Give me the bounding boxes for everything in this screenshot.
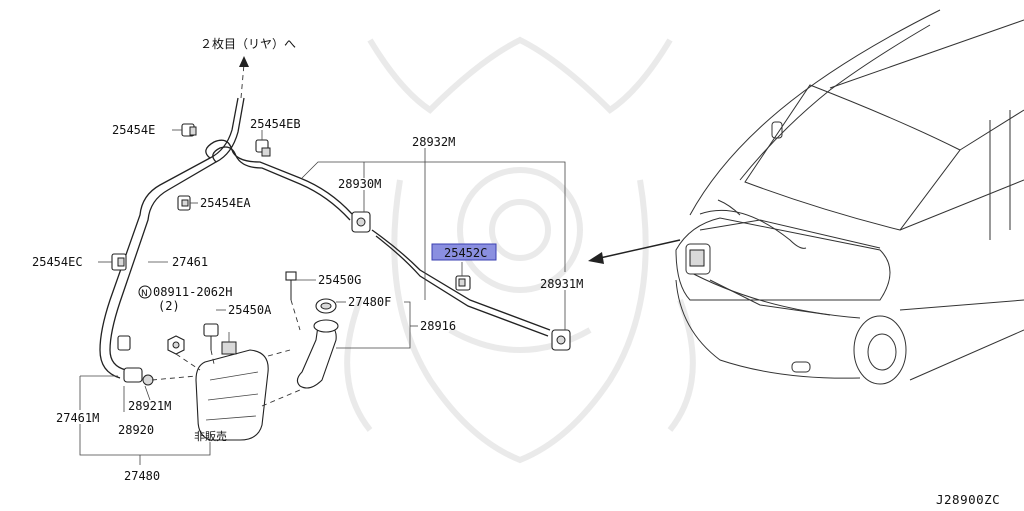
clip-25452c[interactable]	[455, 275, 471, 291]
label-28932m[interactable]: 28932M	[412, 135, 455, 149]
nut-symbol-icon	[138, 285, 152, 299]
label-25454ec[interactable]: 25454EC	[32, 255, 83, 269]
bolt-25450g[interactable]	[285, 271, 297, 300]
clip-25454e[interactable]	[181, 123, 197, 137]
label-25450a[interactable]: 25450A	[228, 303, 272, 317]
nozzle-28931m[interactable]	[551, 329, 571, 351]
diagram-reference-code: J28900ZC	[936, 492, 1000, 507]
not-for-sale-label: 非販売	[194, 430, 227, 443]
label-25454e[interactable]: 25454E	[112, 123, 155, 137]
washer-hose	[99, 97, 551, 379]
label-08911[interactable]: 08911-2062H	[153, 285, 232, 299]
label-28931m[interactable]: 28931M	[540, 277, 583, 291]
pump-28920[interactable]	[123, 367, 154, 386]
label-28920[interactable]: 28920	[118, 423, 154, 437]
label-27480[interactable]: 27480	[124, 469, 160, 483]
label-25450g[interactable]: 25450G	[318, 273, 361, 287]
vehicle-outline	[675, 9, 1024, 385]
highlight-box-25452c	[431, 243, 497, 261]
nut-08911[interactable]	[167, 335, 185, 355]
bolt-25450a[interactable]	[203, 323, 219, 350]
nozzle-28930m[interactable]	[351, 211, 371, 233]
label-25454eb[interactable]: 25454EB	[250, 117, 301, 131]
nut-symbol-letter-icon: N	[141, 289, 148, 299]
watermark-emblem	[344, 36, 696, 464]
label-08911-qty: (2)	[158, 299, 180, 313]
washer-tank[interactable]	[195, 332, 269, 441]
label-28916[interactable]: 28916	[420, 319, 456, 333]
label-27461[interactable]: 27461	[172, 255, 208, 269]
clip-25454ec[interactable]	[111, 253, 127, 271]
label-25452c[interactable]: 25452C	[444, 246, 487, 260]
location-arrow	[588, 239, 681, 264]
cap-27480f[interactable]	[313, 319, 339, 333]
label-25454ea[interactable]: 25454EA	[200, 196, 251, 210]
label-28921m[interactable]: 28921M	[128, 399, 171, 413]
assembly-dash-lines	[151, 299, 301, 407]
hose-27461m[interactable]	[117, 335, 131, 351]
label-27480f[interactable]: 27480F	[348, 295, 391, 309]
filler-neck-28916[interactable]	[296, 298, 337, 389]
to-rear-arrow	[239, 56, 249, 99]
label-28930m[interactable]: 28930M	[338, 177, 381, 191]
clip-25454eb[interactable]	[255, 139, 271, 157]
label-27461m[interactable]: 27461M	[56, 411, 99, 425]
leader-lines	[79, 129, 566, 465]
clip-25454ea[interactable]	[177, 195, 191, 211]
to-rear-note: ２枚目（リヤ）へ	[200, 36, 296, 51]
